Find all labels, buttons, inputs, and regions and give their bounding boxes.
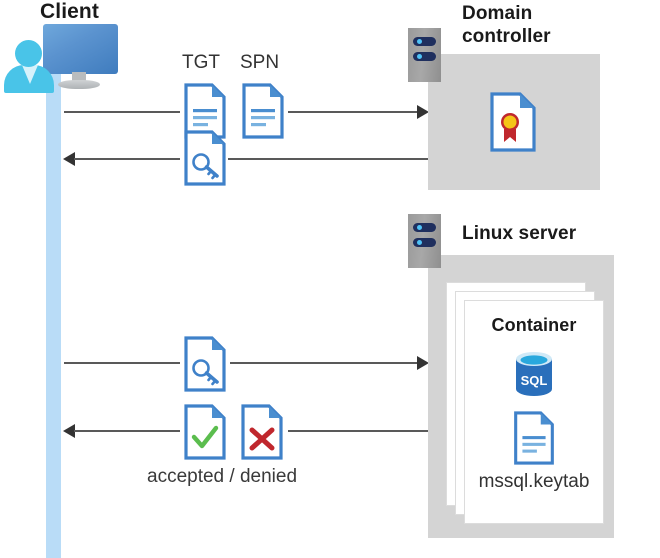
svg-text:SQL: SQL bbox=[521, 373, 548, 388]
arrow-head-auth-result bbox=[63, 424, 75, 438]
auth-result-label: accepted / denied bbox=[147, 466, 298, 487]
document-icon-tgt bbox=[184, 83, 226, 139]
client-workstation-icon bbox=[0, 0, 130, 100]
document-icon-keytab bbox=[513, 411, 555, 465]
client-label: Client bbox=[40, 0, 99, 23]
arrow-line-present-ticket-right bbox=[230, 362, 418, 364]
server-rack-icon-domain-controller bbox=[408, 28, 441, 82]
container-title: Container bbox=[491, 315, 577, 335]
arrow-line-response-ticket-left bbox=[74, 158, 180, 160]
token-label-spn: SPN bbox=[240, 52, 280, 73]
container-card-front: Container SQL m bbox=[464, 300, 604, 524]
arrow-head-response-ticket bbox=[63, 152, 75, 166]
arrow-line-response-ticket-right bbox=[228, 158, 428, 160]
cross-document-icon bbox=[241, 404, 283, 460]
keytab-file-label: mssql.keytab bbox=[478, 471, 590, 492]
linux-server-panel: Container SQL m bbox=[428, 255, 614, 538]
arrow-head-request-tgt bbox=[417, 105, 429, 119]
monitor-screen bbox=[43, 24, 118, 74]
arrow-line-auth-result-right bbox=[288, 430, 430, 432]
arrow-line-request-tgt-left bbox=[64, 111, 180, 113]
domain-controller-panel bbox=[428, 54, 600, 190]
certificate-document-icon bbox=[490, 92, 536, 157]
arrow-line-auth-result-left bbox=[74, 430, 180, 432]
server-rack-icon-linux-server bbox=[408, 214, 441, 268]
token-label-tgt: TGT bbox=[182, 52, 220, 73]
document-icon-spn bbox=[242, 83, 284, 139]
linux-server-title: Linux server bbox=[462, 223, 577, 244]
arrow-head-present-ticket bbox=[417, 356, 429, 370]
client-lifeline bbox=[46, 62, 61, 558]
sql-database-icon: SQL bbox=[512, 349, 556, 404]
person-collar bbox=[22, 65, 38, 84]
arrow-line-request-tgt-right bbox=[288, 111, 418, 113]
domain-controller-title-line1: Domain bbox=[462, 3, 533, 24]
key-document-icon-response bbox=[184, 130, 226, 186]
monitor-base bbox=[58, 80, 100, 89]
check-document-icon bbox=[184, 404, 226, 460]
key-document-icon-present bbox=[184, 336, 226, 392]
domain-controller-title-line2: controller bbox=[462, 26, 551, 47]
person-head bbox=[15, 40, 42, 67]
arrow-line-present-ticket-left bbox=[64, 362, 180, 364]
